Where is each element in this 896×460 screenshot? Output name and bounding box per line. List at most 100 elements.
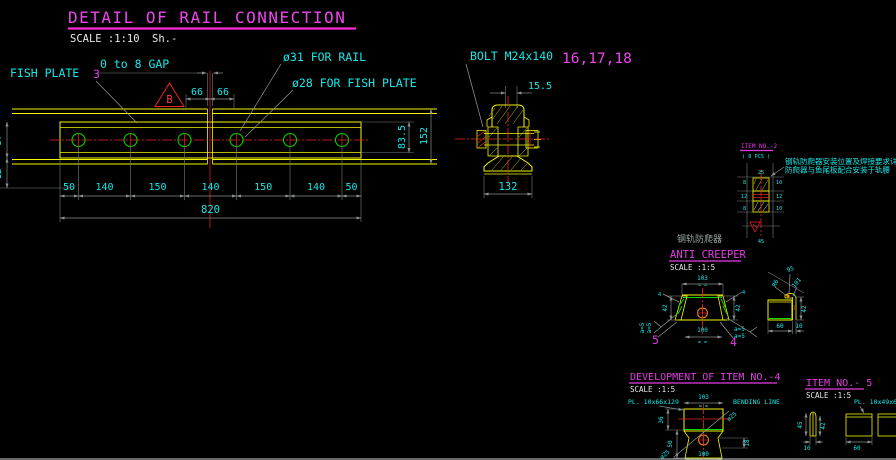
- mini-dim-g: 25: [758, 170, 764, 176]
- bolt-item-numbers: 16,17,18: [562, 51, 632, 67]
- hook-dot: [786, 294, 790, 298]
- fish-plate-item-number: 3: [93, 67, 100, 81]
- anti-dim-42-left: 42: [662, 304, 669, 312]
- plan-callouts: FISH PLATE 3 0 to 8 GAP B 66 66 ø31 FOR …: [10, 50, 417, 138]
- development-view: DEVELOPMENT OF ITEM NO.-4 SCALE :1:5 PL.…: [628, 372, 781, 460]
- fish-plate-section-right: [517, 126, 529, 157]
- anti-creeper-scale: SCALE :1:5: [670, 263, 715, 272]
- mini-dim-a: 8: [743, 180, 746, 186]
- mini-subtitle: ( 8 PCS ): [742, 154, 770, 160]
- gap-label: 0 to 8 GAP: [100, 57, 169, 71]
- sheet-label: Sh.-: [152, 33, 177, 45]
- plate-hole-label: ø28 FOR FISH PLATE: [292, 76, 417, 90]
- dev-dim-100: 100: [698, 451, 709, 458]
- side-dim-10: 10: [795, 323, 803, 330]
- weld-symbol-left: a=5 a=5: [639, 313, 678, 333]
- item5-plate-label: PL. 10x49x6: [854, 398, 896, 406]
- item5-dim-60: 60: [853, 445, 861, 452]
- dim-132: 132: [499, 181, 518, 193]
- anti-sym-bottom: = =: [698, 340, 707, 346]
- mini-dim-c: 8: [743, 206, 746, 212]
- dev-dim-103: 103: [698, 394, 709, 401]
- anti-creeper-cn-label: 钢轨防爬器: [677, 233, 722, 245]
- svg-text:a=5: a=5: [734, 333, 745, 340]
- side-dim-r6: R6: [771, 278, 781, 288]
- scale-label: SCALE :1:10: [70, 33, 140, 45]
- development-scale: SCALE :1:5: [630, 385, 675, 394]
- anti-corner-right: 4: [742, 290, 745, 296]
- dim-left-a: 57: [0, 135, 4, 146]
- mini-detail-view: ITEM NO.-2 ( 8 PCS ) 钢轨防爬器安装位置及焊接要求详图 防爬…: [737, 143, 896, 245]
- fish-plate-label: FISH PLATE: [10, 66, 79, 80]
- anti-sym-top: = =: [698, 283, 707, 289]
- note-line-1: 钢轨防爬器安装位置及焊接要求详图: [785, 156, 896, 166]
- item5-extra-view: [877, 413, 896, 437]
- development-title: DEVELOPMENT OF ITEM NO.-4: [630, 372, 781, 383]
- item5-dim-42: 42: [820, 422, 827, 430]
- side-dim-95: 95: [786, 265, 796, 274]
- section-marker-triangle: [154, 82, 185, 107]
- item5-view: ITEM NO.- 5 SCALE :1:5 PL. 10x49x6 45 42…: [797, 378, 896, 452]
- item5-title: ITEM NO.- 5: [806, 378, 872, 389]
- dim-150-1: 150: [148, 182, 166, 193]
- weld-symbol-right: a=5 a=5: [726, 317, 758, 340]
- anti-creeper-side-view: 95 R6 101 42 60 10: [767, 265, 808, 334]
- right-dimensions: 83.5 152: [361, 108, 433, 165]
- dim-140-2: 140: [201, 182, 219, 193]
- dim-15-5: 15.5: [528, 81, 552, 92]
- side-dim-42: 42: [801, 305, 808, 313]
- side-dim-60: 60: [776, 323, 784, 330]
- svg-text:a=5: a=5: [639, 322, 646, 333]
- dim-66-right: 66: [217, 87, 229, 98]
- rail-hole-label: ø31 FOR RAIL: [283, 50, 366, 64]
- anti-item-5: 5: [652, 333, 659, 347]
- mini-dim-f: 10: [776, 206, 782, 212]
- svg-text:a=5: a=5: [646, 322, 653, 333]
- bolt-label: BOLT M24x140: [470, 49, 553, 63]
- anti-dim-42-right: 42: [735, 304, 742, 312]
- anti-creeper-title: ANTI CREEPER: [670, 249, 747, 261]
- bolt-section-view: BOLT M24x140 16,17,18 15.5: [455, 49, 632, 198]
- mini-dim-b: 12: [741, 194, 747, 200]
- dev-dim-18: 18: [744, 439, 751, 447]
- left-dimensions: 57 12: [0, 121, 75, 189]
- section-marker-letter: B: [166, 94, 172, 106]
- item5-scale: SCALE :1:5: [806, 391, 851, 400]
- title-block: DETAIL OF RAIL CONNECTION SCALE :1:10 Sh…: [68, 8, 356, 45]
- note-line-2: 防爬器与鱼尾板配合安装于轨腰: [785, 165, 890, 175]
- anti-creeper-view: 钢轨防爬器 ANTI CREEPER SCALE :1:5 103 = = 42…: [639, 233, 758, 349]
- anti-corner-left: 4: [658, 292, 661, 298]
- dim-140-1: 140: [95, 182, 113, 193]
- dim-left-b: 12: [0, 169, 4, 180]
- dim-820: 820: [201, 204, 220, 216]
- anti-dim-100: 100: [697, 327, 708, 334]
- dim-140-3: 140: [307, 182, 325, 193]
- anti-item-4: 4: [730, 335, 737, 349]
- dim-66-left: 66: [191, 87, 203, 98]
- dim-152: 152: [419, 127, 430, 145]
- item5-face-view: [845, 413, 873, 437]
- mini-dim-d: 10: [776, 180, 782, 186]
- dim-150-2: 150: [254, 182, 272, 193]
- anti-dim-103: 103: [697, 275, 708, 282]
- mini-dim-e: 12: [776, 194, 782, 200]
- item5-dim-10: 10: [803, 445, 811, 452]
- dim-50-right: 50: [345, 182, 357, 193]
- svg-text:a=5: a=5: [734, 326, 745, 333]
- drawing-title: DETAIL OF RAIL CONNECTION: [68, 8, 346, 27]
- item5-dim-45: 45: [797, 421, 804, 429]
- dim-50-left: 50: [63, 182, 75, 193]
- item5-edge-view: [809, 411, 817, 437]
- hook-tip: [784, 293, 797, 299]
- plan-view: 50 140 150 140 150 140 50 820 83.5 152 5…: [0, 50, 437, 228]
- mini-dim-h: 45: [758, 239, 764, 245]
- fish-plate-section-left: [487, 126, 499, 157]
- mini-title: ITEM NO.-2: [741, 143, 778, 150]
- bolt: [476, 130, 541, 149]
- bolt-holes: [71, 133, 349, 147]
- dim-83-5: 83.5: [397, 125, 408, 149]
- bottom-dimensions: 50 140 150 140 150 140 50 820: [59, 147, 362, 222]
- bending-line-label: BENDING LINE: [733, 398, 780, 406]
